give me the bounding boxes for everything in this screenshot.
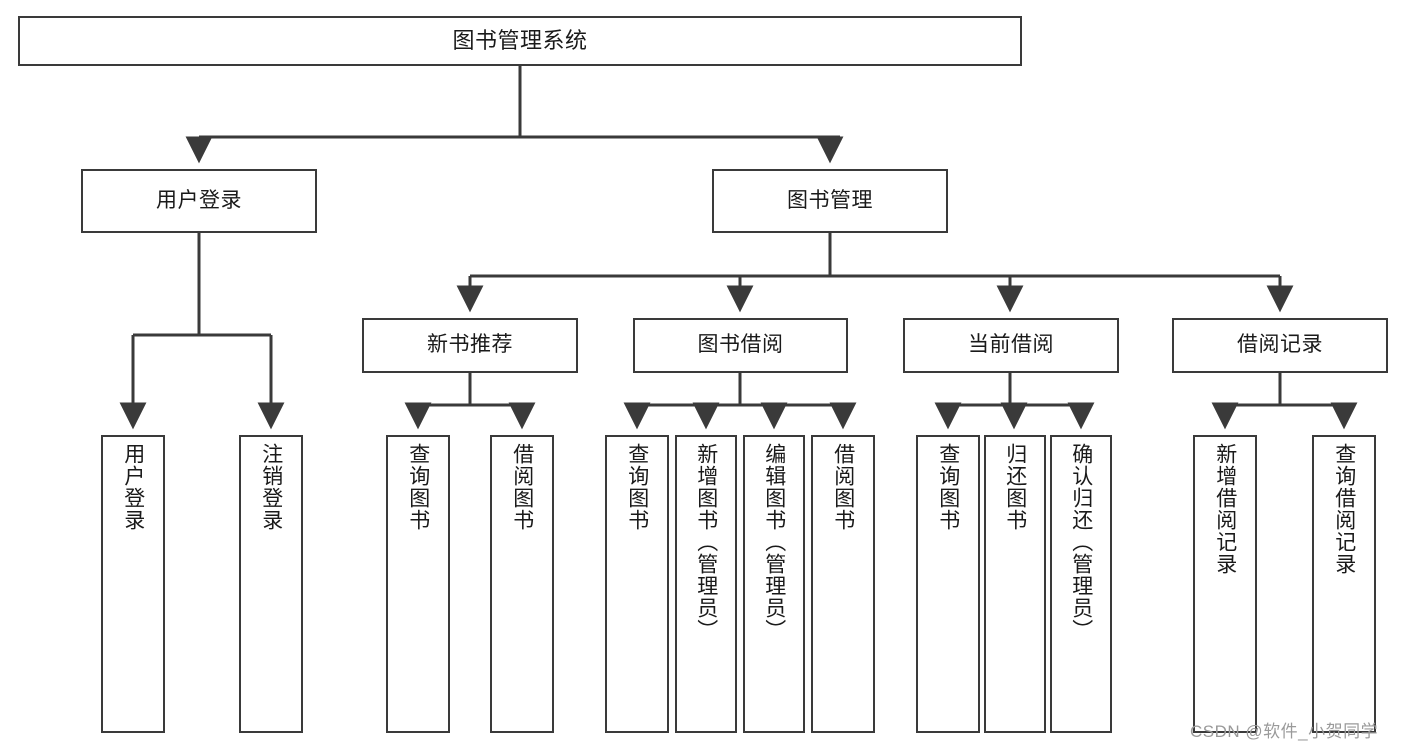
node-label: 借阅图书 — [510, 443, 534, 531]
node-new-book-recommend[interactable]: 新书推荐 — [362, 318, 578, 373]
node-leaf-add-record[interactable]: 新增借阅记录 — [1193, 435, 1257, 733]
node-leaf-query-record[interactable]: 查询借阅记录 — [1312, 435, 1376, 733]
node-label: 新增借阅记录 — [1213, 443, 1237, 575]
node-current-borrow[interactable]: 当前借阅 — [903, 318, 1119, 373]
node-leaf-add-book[interactable]: 新增图书（管理员） — [675, 435, 737, 733]
node-label: 查询图书 — [625, 443, 649, 531]
node-leaf-confirm-return[interactable]: 确认归还（管理员） — [1050, 435, 1112, 733]
node-label: 查询借阅记录 — [1332, 443, 1356, 575]
node-label: 查询图书 — [406, 443, 430, 531]
node-label: 编辑图书（管理员） — [762, 443, 786, 641]
node-label: 查询图书 — [936, 443, 960, 531]
node-label: 新增图书（管理员） — [694, 443, 718, 641]
node-label: 图书管理 — [787, 188, 873, 212]
node-label: 借阅图书 — [831, 443, 855, 531]
node-leaf-query-book-1[interactable]: 查询图书 — [386, 435, 450, 733]
node-leaf-borrow-book-2[interactable]: 借阅图书 — [811, 435, 875, 733]
node-leaf-logout[interactable]: 注销登录 — [239, 435, 303, 733]
node-label: 借阅记录 — [1237, 333, 1323, 357]
node-leaf-user-login[interactable]: 用户登录 — [101, 435, 165, 733]
watermark-csdn: CSDN @软件_小贺同学 — [1190, 722, 1379, 741]
node-book-borrow[interactable]: 图书借阅 — [633, 318, 848, 373]
node-root-book-management-system[interactable]: 图书管理系统 — [18, 16, 1022, 66]
node-user-login[interactable]: 用户登录 — [81, 169, 317, 233]
node-label: 确认归还（管理员） — [1069, 443, 1093, 641]
node-label: 用户登录 — [156, 188, 242, 212]
node-label: 当前借阅 — [968, 333, 1054, 357]
node-label: 归还图书 — [1003, 443, 1027, 531]
node-label: 注销登录 — [259, 443, 283, 531]
node-leaf-return-book[interactable]: 归还图书 — [984, 435, 1046, 733]
node-leaf-query-book-3[interactable]: 查询图书 — [916, 435, 980, 733]
node-label: 用户登录 — [121, 443, 145, 531]
node-leaf-borrow-book-1[interactable]: 借阅图书 — [490, 435, 554, 733]
node-book-manage[interactable]: 图书管理 — [712, 169, 948, 233]
node-borrow-record[interactable]: 借阅记录 — [1172, 318, 1388, 373]
node-label: 图书借阅 — [697, 333, 784, 357]
node-label: 新书推荐 — [427, 333, 513, 357]
node-leaf-edit-book[interactable]: 编辑图书（管理员） — [743, 435, 805, 733]
node-leaf-query-book-2[interactable]: 查询图书 — [605, 435, 669, 733]
node-label: 图书管理系统 — [452, 27, 588, 53]
